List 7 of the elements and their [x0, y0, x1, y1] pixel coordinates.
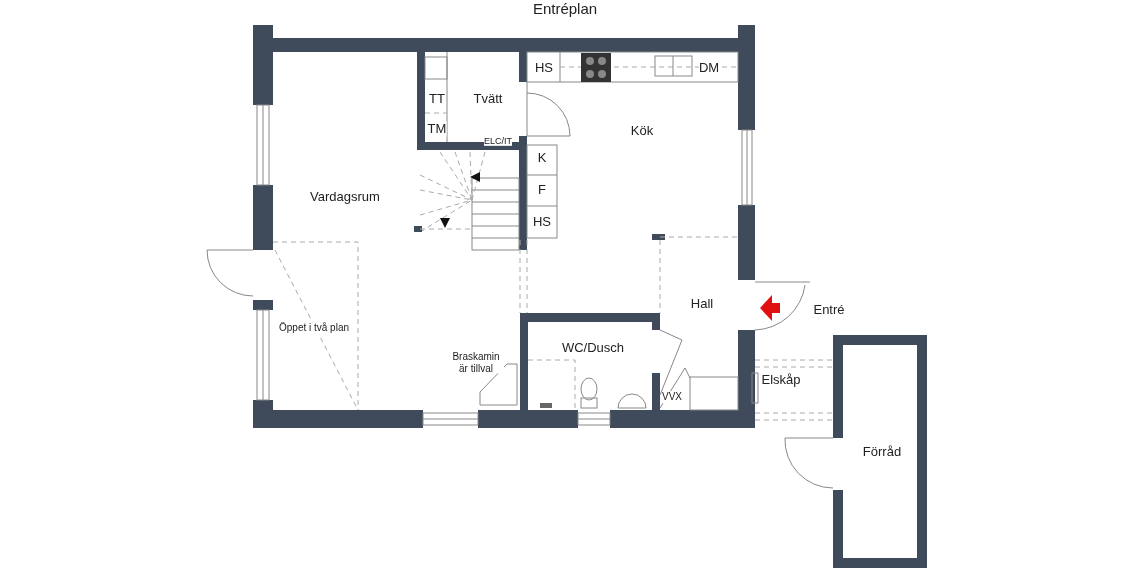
room-label: Öppet i två plan: [279, 322, 349, 334]
room-label: ELC/IT: [484, 135, 512, 147]
plan-title: Entréplan: [532, 0, 598, 17]
room-label: Vardagsrum: [310, 189, 380, 205]
room-label: TM: [427, 121, 447, 137]
room-label: VVX: [662, 391, 682, 403]
room-label: Elskåp: [761, 372, 801, 388]
